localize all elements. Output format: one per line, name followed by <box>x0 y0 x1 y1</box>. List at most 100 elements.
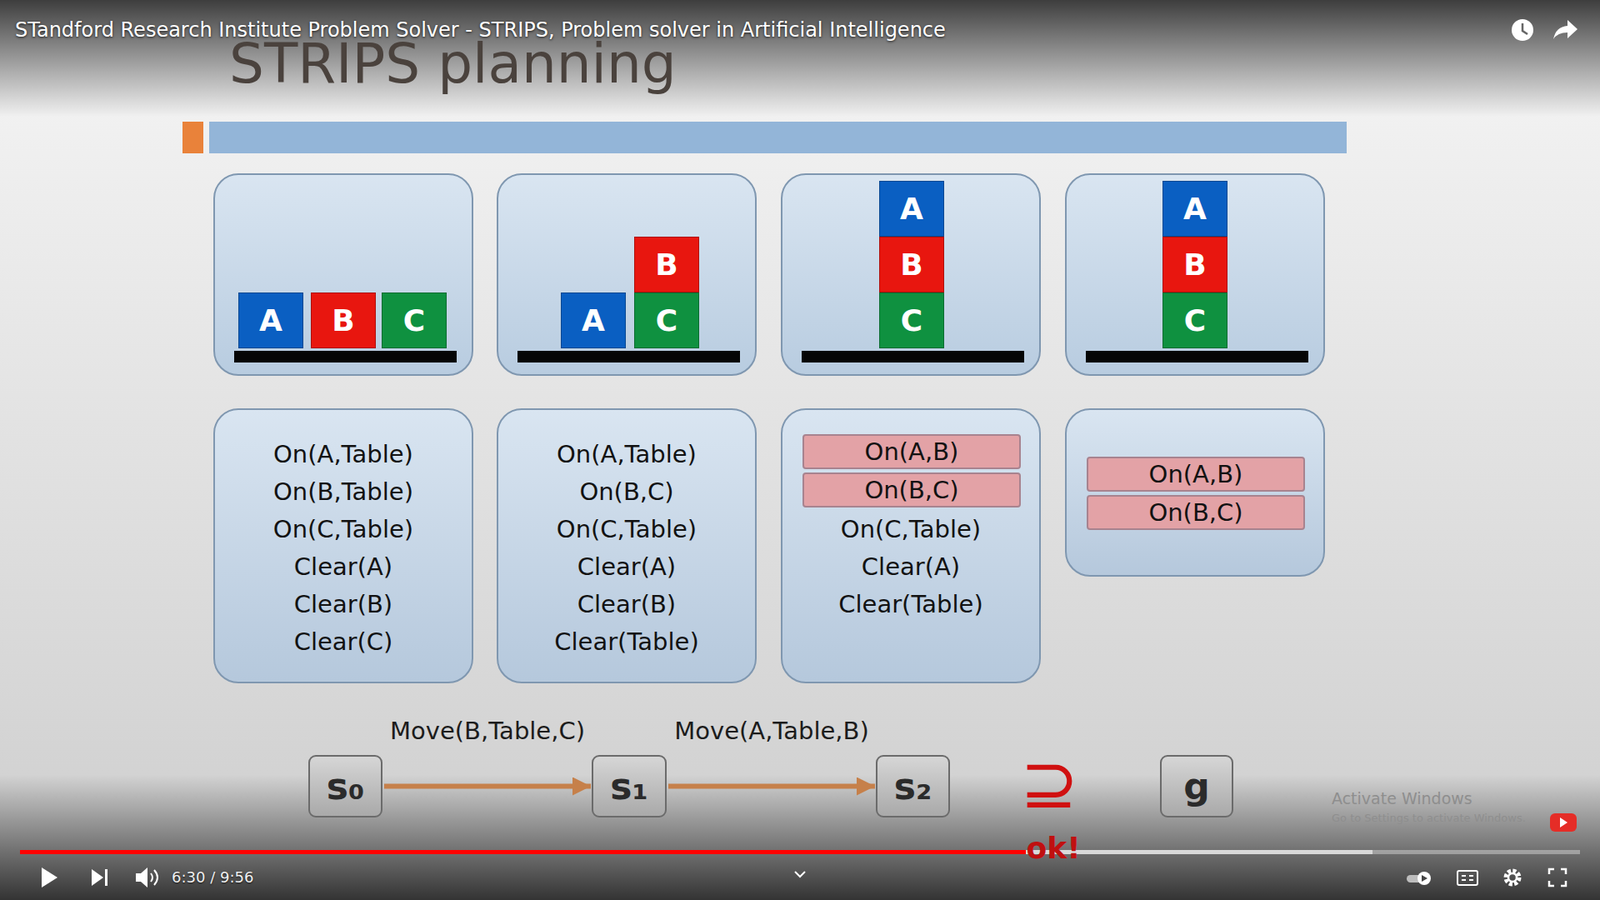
block-letter: A <box>581 305 605 336</box>
scene-panel: A B C <box>213 173 474 376</box>
settings-gear <box>1505 870 1520 885</box>
bottom-shade <box>0 775 1600 900</box>
predicate: On(A,B) <box>865 440 960 465</box>
predicate: Clear(A) <box>294 548 393 586</box>
autoplay-toggle <box>1406 875 1429 883</box>
watch-later-icon <box>1511 19 1534 41</box>
goal-fact: On(A,B) <box>1086 456 1305 492</box>
volume-icon <box>135 867 148 888</box>
time-display: 6:30 / 9:56 <box>171 869 254 886</box>
predicate: On(A,B) <box>1149 462 1244 487</box>
scene-panel: ABC <box>780 173 1041 376</box>
table-surface <box>234 350 457 363</box>
block-letter: C <box>1184 305 1206 336</box>
block-letter: C <box>403 305 425 336</box>
predicate: On(C,Table) <box>273 510 414 549</box>
block: B <box>879 236 945 293</box>
predicate: Clear(A) <box>861 548 960 586</box>
progress-track <box>20 850 1580 855</box>
scene-panel: B A C <box>496 173 757 376</box>
block-letter: C <box>900 305 923 336</box>
predicate: Clear(C) <box>294 623 394 661</box>
block-letter: C <box>655 305 678 336</box>
block: B <box>1162 236 1228 293</box>
predicate: Clear(Table) <box>838 585 983 624</box>
state-name: g <box>1183 768 1210 805</box>
settings-hub <box>1508 873 1517 882</box>
predicate: On(A,Table) <box>273 435 414 474</box>
block: A <box>879 180 945 237</box>
state-panel: On(A,Table)On(B,C)On(C,Table)Clear(A)Cle… <box>496 408 757 684</box>
table-surface <box>517 350 740 363</box>
play-icon <box>41 867 58 888</box>
block-letter: B <box>331 305 355 336</box>
block: C <box>381 292 447 349</box>
block: C <box>879 292 945 349</box>
chevron-icon <box>795 871 805 877</box>
goal-fact: On(B,C) <box>802 472 1021 508</box>
block: B <box>310 292 376 349</box>
block-letter: A <box>259 305 283 336</box>
block-letter: B <box>900 250 923 280</box>
goal-fact: On(A,B) <box>802 434 1021 470</box>
autoplay-play <box>1421 875 1428 882</box>
state-node: s₂ <box>875 755 950 818</box>
state-panel: On(C,Table)Clear(A)Clear(Table) On(A,B) On… <box>780 408 1041 684</box>
state-node: g <box>1160 755 1234 818</box>
state-node: s₁ <box>591 755 667 818</box>
next-icon-bar <box>105 869 108 886</box>
predicate: On(B,Table) <box>273 473 414 511</box>
captions-icon <box>1457 870 1478 885</box>
predicate: On(C,Table) <box>840 510 981 549</box>
captions-marks <box>1461 875 1474 880</box>
block: A <box>1162 180 1228 237</box>
state-panel: On(A,Table)On(B,Table)On(C,Table)Clear(A… <box>213 408 474 684</box>
predicate: On(B,C) <box>864 478 959 503</box>
table-surface <box>801 350 1025 363</box>
scene-panel: ABC <box>1065 173 1325 376</box>
progress-buffer <box>20 850 1373 855</box>
header-bar <box>209 121 1347 154</box>
block: C <box>634 292 700 349</box>
watermark: Activate Windows <box>1331 790 1473 808</box>
block-letter: B <box>655 250 678 280</box>
predicate: On(A,Table) <box>556 435 697 474</box>
predicate: Clear(B) <box>294 585 393 624</box>
transition-arrow <box>668 784 875 790</box>
state-name: s₀ <box>326 768 365 805</box>
volume-waves <box>150 870 158 885</box>
superset-symbol: ⊇ <box>1020 745 1079 822</box>
top-shade <box>0 0 1600 117</box>
youtube-logo <box>1550 813 1577 832</box>
predicate: Clear(B) <box>577 585 676 624</box>
block: B <box>634 236 700 293</box>
predicate: On(B,C) <box>579 473 674 511</box>
share-icon <box>1553 20 1578 40</box>
predicate: On(C,Table) <box>556 510 697 549</box>
fullscreen-icon <box>1549 869 1566 886</box>
state-panel: On(A,B) On(B,C) <box>1065 408 1325 577</box>
next-icon <box>91 869 104 886</box>
video-title: STandford Research Institute Problem Sol… <box>15 19 946 41</box>
block: C <box>1162 292 1228 349</box>
block: A <box>560 292 626 349</box>
state-node: s₀ <box>308 755 383 818</box>
block-letter: A <box>900 194 924 225</box>
ok-note: ok! <box>1025 831 1080 865</box>
state-name: s₁ <box>610 768 648 805</box>
goal-fact: On(B,C) <box>1086 495 1305 530</box>
progress-played <box>20 850 1026 855</box>
youtube-logo-play <box>1560 817 1568 828</box>
accent-square <box>182 121 204 154</box>
slide-title: STRIPS planning <box>229 36 677 92</box>
predicate: On(B,C) <box>1148 500 1243 525</box>
predicate: Clear(A) <box>577 548 676 586</box>
block-letter: A <box>1183 194 1207 225</box>
action-label: Move(B,Table,C) <box>390 718 585 745</box>
state-name: s₂ <box>894 768 932 805</box>
watermark: Go to Settings to activate Windows. <box>1331 812 1526 825</box>
transition-arrow <box>384 784 591 790</box>
